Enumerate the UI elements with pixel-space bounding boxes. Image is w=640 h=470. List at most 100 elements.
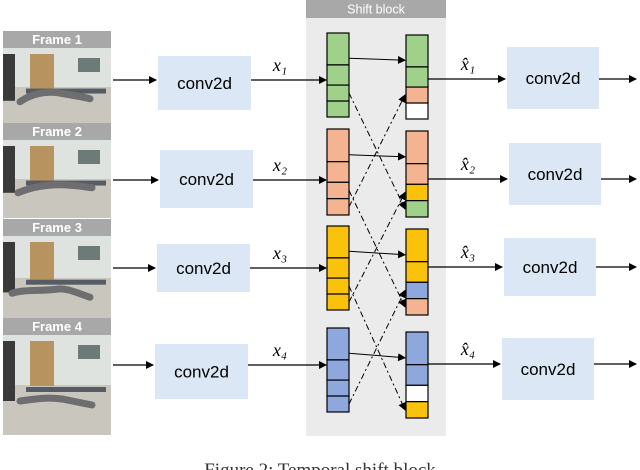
feature-x-label: x₃: [272, 243, 287, 263]
conv2d-input-box: [155, 344, 248, 399]
channel-copy-arrow: [348, 352, 406, 362]
photo-cabinet: [30, 146, 54, 182]
frame-label: Frame 3: [32, 220, 82, 235]
right-feature-bar-segment: [405, 331, 429, 366]
figure-caption: Figure 2: Temporal shift block: [204, 460, 436, 470]
frame-label-bg: [3, 123, 111, 140]
right-feature-bar-segment: [405, 281, 429, 300]
left-feature-bar-segment: [326, 161, 350, 183]
left-feature-bar-segment: [326, 198, 350, 216]
right-feature-bar-segment: [405, 384, 429, 403]
channel-copy-arrow: [348, 55, 406, 64]
feature-xhat-label: x̂₃: [460, 242, 475, 262]
photo-window: [78, 150, 100, 164]
shift-block-title: Shift block: [347, 3, 405, 17]
conv2d-input-box: [160, 150, 253, 208]
right-feature-bar-segment: [405, 130, 429, 165]
right-feature-bar-segment: [405, 200, 429, 218]
conv2d-input-box: [158, 56, 251, 110]
frame-label: Frame 2: [32, 124, 82, 139]
right-feature-bar-segment: [405, 163, 429, 185]
left-feature-bar-segment: [326, 359, 350, 381]
photo-window: [78, 246, 100, 260]
photo-bed: [26, 279, 106, 285]
frame-label: Frame 1: [32, 32, 82, 47]
shift-arrows: [348, 92, 406, 411]
right-feature-bar-segment: [405, 86, 429, 104]
right-feature-bar-segment: [405, 298, 429, 316]
conv2d-output-box: [504, 238, 596, 296]
conv2d-output-box: [507, 47, 599, 109]
channel-copy-arrow: [348, 152, 406, 161]
right-feature-bar-segment: [405, 66, 429, 88]
feature-x-label: x₁: [272, 55, 287, 75]
frame-label: Frame 4: [32, 319, 83, 334]
right-feature-bar-segment: [405, 261, 429, 283]
photo-cabinet: [30, 341, 54, 386]
conv2d-output-label: conv2d: [523, 258, 578, 277]
right-feature-bar-segment: [405, 183, 429, 202]
photo-cabinet: [30, 54, 54, 90]
frame-label-bg: [3, 318, 111, 335]
frame-thumbnail: [3, 48, 111, 126]
left-feature-bar-segment: [326, 257, 350, 279]
shift-block-header: [306, 0, 446, 18]
conv2d-output-label: conv2d: [526, 69, 581, 88]
conv2d-input-label: conv2d: [177, 74, 232, 93]
person-figure: [14, 181, 96, 197]
photo-chair: [3, 341, 15, 401]
conv2d-output-box: [502, 338, 594, 400]
left-feature-bar-segment: [326, 64, 350, 86]
right-feature-bar-segment: [405, 34, 429, 68]
left-feature-bar-segment: [326, 327, 350, 361]
frame-row-3: Frame 3 conv2d x₃ x̂₃ conv2d: [3, 219, 637, 320]
photo-chair: [3, 146, 15, 193]
left-feature-bar-segment: [326, 32, 350, 66]
frame-row-1: Frame 1 conv2d x₁ x̂₁ conv2d: [3, 31, 637, 126]
forward-shift-arrow: [348, 92, 406, 210]
conv2d-input-label: conv2d: [174, 363, 229, 382]
feature-xhat-label: x̂₂: [460, 154, 475, 174]
frame-label-bg: [3, 219, 111, 236]
frame-label-bg: [3, 31, 111, 48]
left-feature-bar-segment: [326, 293, 350, 311]
frame-thumbnail: [3, 236, 111, 320]
right-feature-bar-segment: [405, 102, 429, 120]
conv2d-output-label: conv2d: [528, 165, 583, 184]
frame-thumbnail: [3, 335, 111, 435]
left-feature-bar-segment: [326, 395, 350, 413]
frame-row-4: Frame 4 conv2d x₄ x̂₄ conv2d: [3, 318, 637, 435]
left-feature-bar-segment: [326, 181, 350, 200]
photo-cabinet: [30, 242, 54, 280]
feature-x-label: x₄: [272, 340, 287, 360]
left-feature-bar-segment: [326, 84, 350, 102]
feature-xhat-label: x̂₄: [460, 339, 475, 359]
right-feature-bar-segment: [405, 364, 429, 386]
photo-chair: [3, 242, 15, 293]
left-feature-bar-segment: [326, 225, 350, 259]
left-feature-bar-segment: [326, 100, 350, 118]
conv2d-input-box: [157, 244, 250, 292]
photo-floor: [3, 385, 111, 435]
frame-thumbnail: [3, 140, 111, 218]
person-figure: [16, 88, 94, 106]
forward-shift-arrow: [348, 285, 406, 411]
photo-bed: [26, 387, 106, 392]
conv2d-output-box: [509, 143, 601, 205]
feature-x-label: x₂: [272, 155, 287, 175]
left-feature-bar-segment: [326, 379, 350, 397]
feature-xhat-label: x̂₁: [460, 54, 475, 74]
conv2d-output-label: conv2d: [521, 360, 576, 379]
conv2d-input-label: conv2d: [176, 259, 231, 278]
backward-shift-arrow: [348, 191, 406, 303]
person-figure: [8, 285, 94, 301]
photo-chair: [3, 54, 15, 101]
right-feature-bar-segment: [405, 228, 429, 263]
left-feature-bar-segment: [326, 128, 350, 163]
person-figure: [16, 394, 96, 409]
right-feature-bar-segment: [405, 401, 429, 419]
photo-window: [78, 58, 100, 72]
